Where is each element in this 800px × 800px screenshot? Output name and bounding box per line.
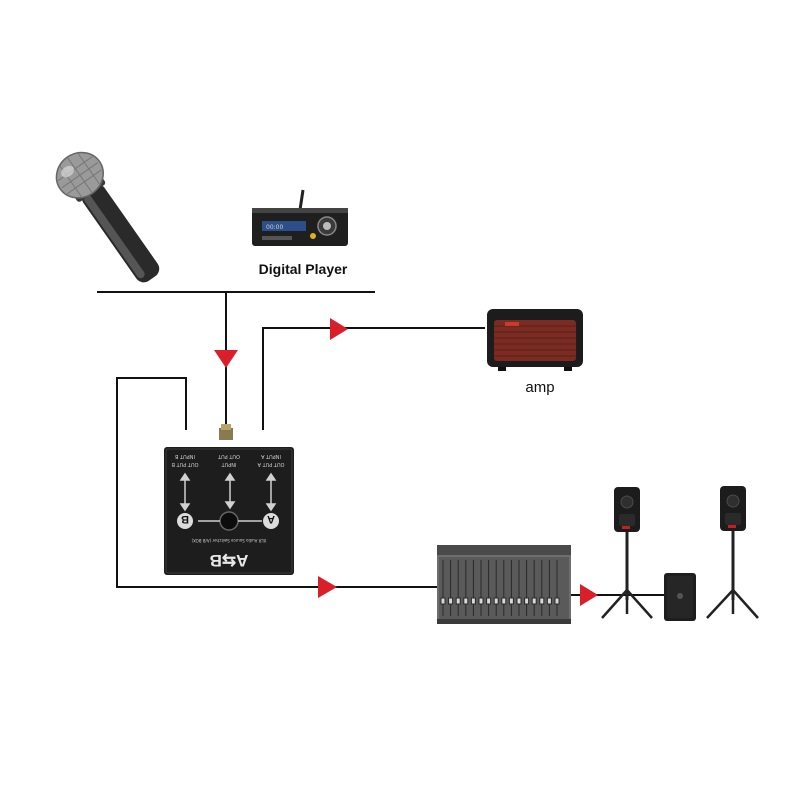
subwoofer-icon (664, 573, 696, 621)
mixer-fader-knob (478, 597, 484, 605)
speaker-right-icon (706, 486, 759, 619)
amp-icon (487, 309, 583, 371)
mixer-fader-knob (440, 597, 446, 605)
mixer-fader-knob (455, 597, 461, 605)
mixer-fader-knob (546, 597, 552, 605)
amp-label: amp (525, 379, 554, 396)
flow-arrows (214, 318, 598, 606)
mixer-fader-knob (448, 597, 454, 605)
digital-player-icon: 00:00 (252, 189, 348, 246)
mixer-fader-knob (531, 597, 537, 605)
ab-box-output-b: OUT PUT B (171, 461, 199, 467)
ab-box-output-a: OUT PUT A (257, 461, 285, 467)
ab-box-input-b: INPUT B (174, 453, 195, 459)
ab-box-center-input: INPUT (221, 461, 237, 467)
mixer-fader-knob (539, 597, 545, 605)
arrow-right-mixer (318, 576, 337, 598)
arrow-right-amp (330, 318, 348, 340)
arrow-right-speakers (580, 584, 598, 606)
ab-box-port-b: B (181, 513, 189, 525)
microphone-icon (55, 151, 160, 283)
ab-box-port-a: A (267, 513, 275, 525)
mixer-fader-knob (554, 597, 560, 605)
speaker-left-icon (601, 487, 653, 619)
mixer-fader-knob (516, 597, 522, 605)
mixer-fader-knob (470, 597, 476, 605)
svg-text:00:00: 00:00 (266, 224, 283, 231)
mixer-fader-knob (524, 597, 530, 605)
mixer-fader-knob (493, 597, 499, 605)
ab-box-text: B A INPUT B OUT PUT B OUT PUT INPUT INPU… (171, 453, 285, 570)
ab-switch-box-icon (164, 424, 294, 575)
ab-box-input-a: INPUT A (260, 453, 281, 459)
mixer-fader-knob (463, 597, 469, 605)
ab-box-product-line: XLR Audio Source Switcher (A/B BOX) (191, 538, 266, 543)
mixer-fader-knob (501, 597, 507, 605)
mixer-fader-knob (486, 597, 492, 605)
arrow-down (214, 350, 238, 368)
box-to-mixer-line (116, 377, 437, 588)
connection-lines (97, 291, 670, 596)
ab-box-center-output: OUT PUT (217, 453, 240, 459)
mixer-icon (437, 545, 571, 624)
digital-player-label: Digital Player (259, 261, 348, 277)
ab-box-logo: A⇆B (210, 551, 249, 570)
mixer-fader-knob (508, 597, 514, 605)
box-to-amp-line (262, 327, 485, 430)
